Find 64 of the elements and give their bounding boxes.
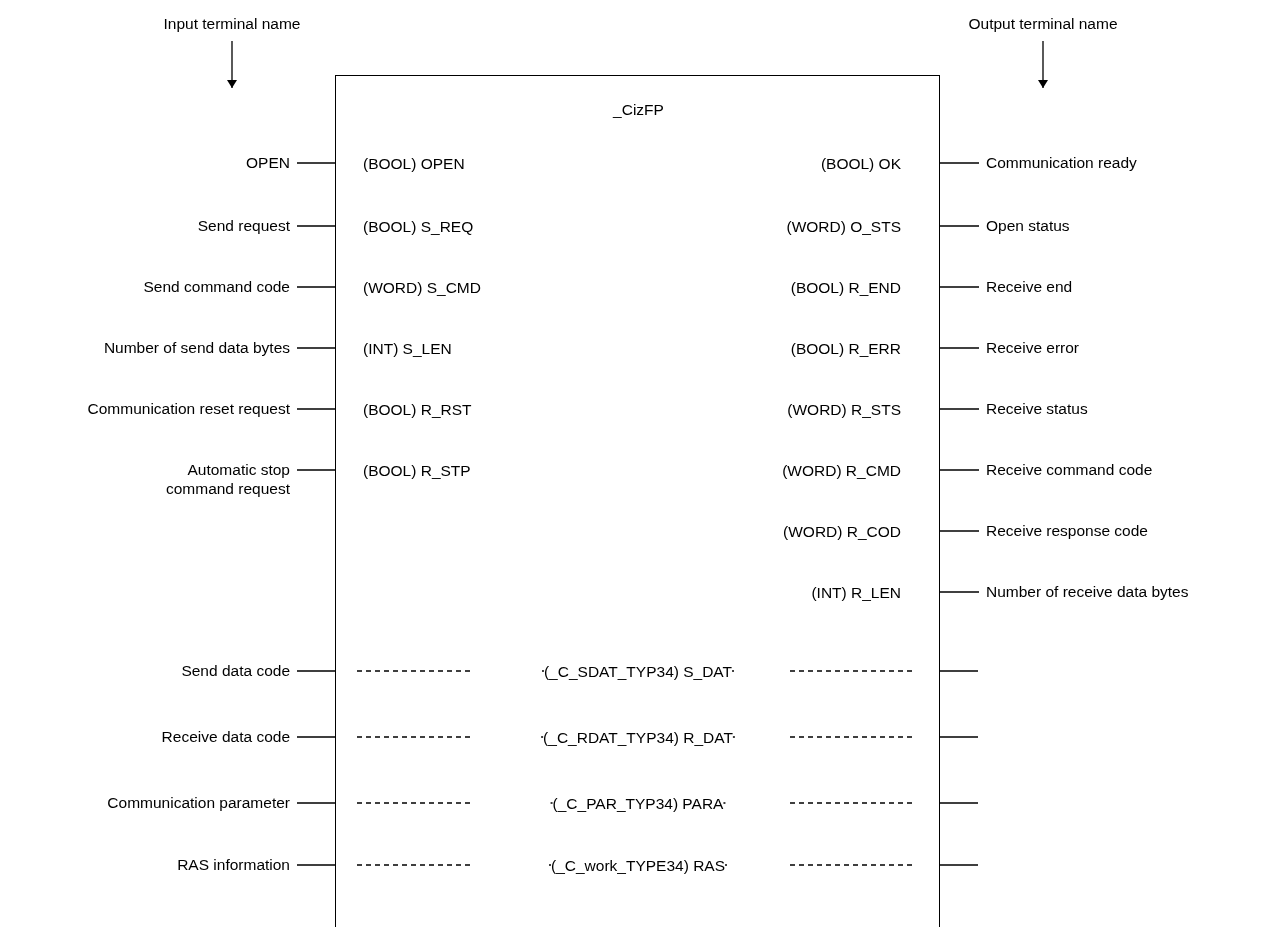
terminal-label: Send request xyxy=(190,216,297,235)
connector-line xyxy=(938,286,980,288)
header-label: Input terminal name xyxy=(163,14,301,33)
arrow xyxy=(1038,40,1048,89)
input-variable: (BOOL) R_RST xyxy=(336,400,472,419)
arrow xyxy=(227,40,237,89)
connector-line xyxy=(296,864,552,866)
connector-line xyxy=(732,736,979,738)
connector-line xyxy=(938,530,980,532)
connector-line xyxy=(724,864,979,866)
terminal-label: OPEN xyxy=(239,153,297,172)
terminal-label: Receive end xyxy=(979,277,1080,296)
connector-line xyxy=(938,162,980,164)
input-variable: (INT) S_LEN xyxy=(336,339,452,358)
function-block xyxy=(335,75,940,927)
terminal-label: Open status xyxy=(979,216,1077,235)
terminal-label: Number of send data bytes xyxy=(96,338,297,357)
output-variable: (INT) R_LEN xyxy=(811,583,939,602)
in-out-variable: (_C_PAR_TYP34) PARA xyxy=(552,794,724,813)
output-variable: (BOOL) R_END xyxy=(790,278,939,297)
block-title: _CizFP xyxy=(611,100,665,119)
input-variable: (WORD) S_CMD xyxy=(336,278,481,297)
connector-line xyxy=(296,802,554,804)
terminal-label: Communication parameter xyxy=(100,793,297,812)
input-variable: (BOOL) R_STP xyxy=(336,461,471,480)
connector-line xyxy=(296,347,337,349)
in-out-variable: (_C_SDAT_TYP34) S_DAT xyxy=(543,662,733,681)
connector-line xyxy=(938,469,980,471)
input-variable: (BOOL) OPEN xyxy=(336,154,465,173)
connector-line xyxy=(938,408,980,410)
terminal-label: Receive data code xyxy=(154,727,297,746)
terminal-label: Receive status xyxy=(979,399,1095,418)
terminal-label: Automatic stop command request xyxy=(133,460,297,498)
connector-line xyxy=(938,225,980,227)
output-variable: (WORD) O_STS xyxy=(786,217,939,236)
terminal-label: Receive command code xyxy=(979,460,1160,479)
input-variable: (BOOL) S_REQ xyxy=(336,217,474,236)
connector-line xyxy=(731,670,979,672)
connector-line xyxy=(296,408,337,410)
terminal-label: Send data code xyxy=(174,661,297,680)
terminal-label: Number of receive data bytes xyxy=(979,582,1196,601)
connector-line xyxy=(296,469,337,471)
terminal-label: Communication ready xyxy=(979,153,1144,172)
terminal-label: Receive error xyxy=(979,338,1087,357)
in-out-variable: (_C_work_TYPE34) RAS xyxy=(551,856,725,875)
output-variable: (WORD) R_STS xyxy=(787,400,939,419)
output-variable: (WORD) R_CMD xyxy=(782,461,939,480)
terminal-label: Receive response code xyxy=(979,521,1155,540)
terminal-label: RAS information xyxy=(170,855,297,874)
connector-line xyxy=(296,670,545,672)
terminal-label: Communication reset request xyxy=(80,399,297,418)
output-variable: (WORD) R_COD xyxy=(783,522,939,541)
connector-line xyxy=(296,162,337,164)
connector-line xyxy=(722,802,979,804)
connector-line xyxy=(296,286,337,288)
in-out-variable: (_C_RDAT_TYP34) R_DAT xyxy=(543,728,733,747)
terminal-label: Send command code xyxy=(136,277,297,296)
output-variable: (BOOL) OK xyxy=(820,154,939,173)
header-label: Output terminal name xyxy=(968,14,1118,33)
output-variable: (BOOL) R_ERR xyxy=(790,339,939,358)
connector-line xyxy=(296,225,337,227)
connector-line xyxy=(938,347,980,349)
connector-line xyxy=(296,736,544,738)
connector-line xyxy=(938,591,980,593)
